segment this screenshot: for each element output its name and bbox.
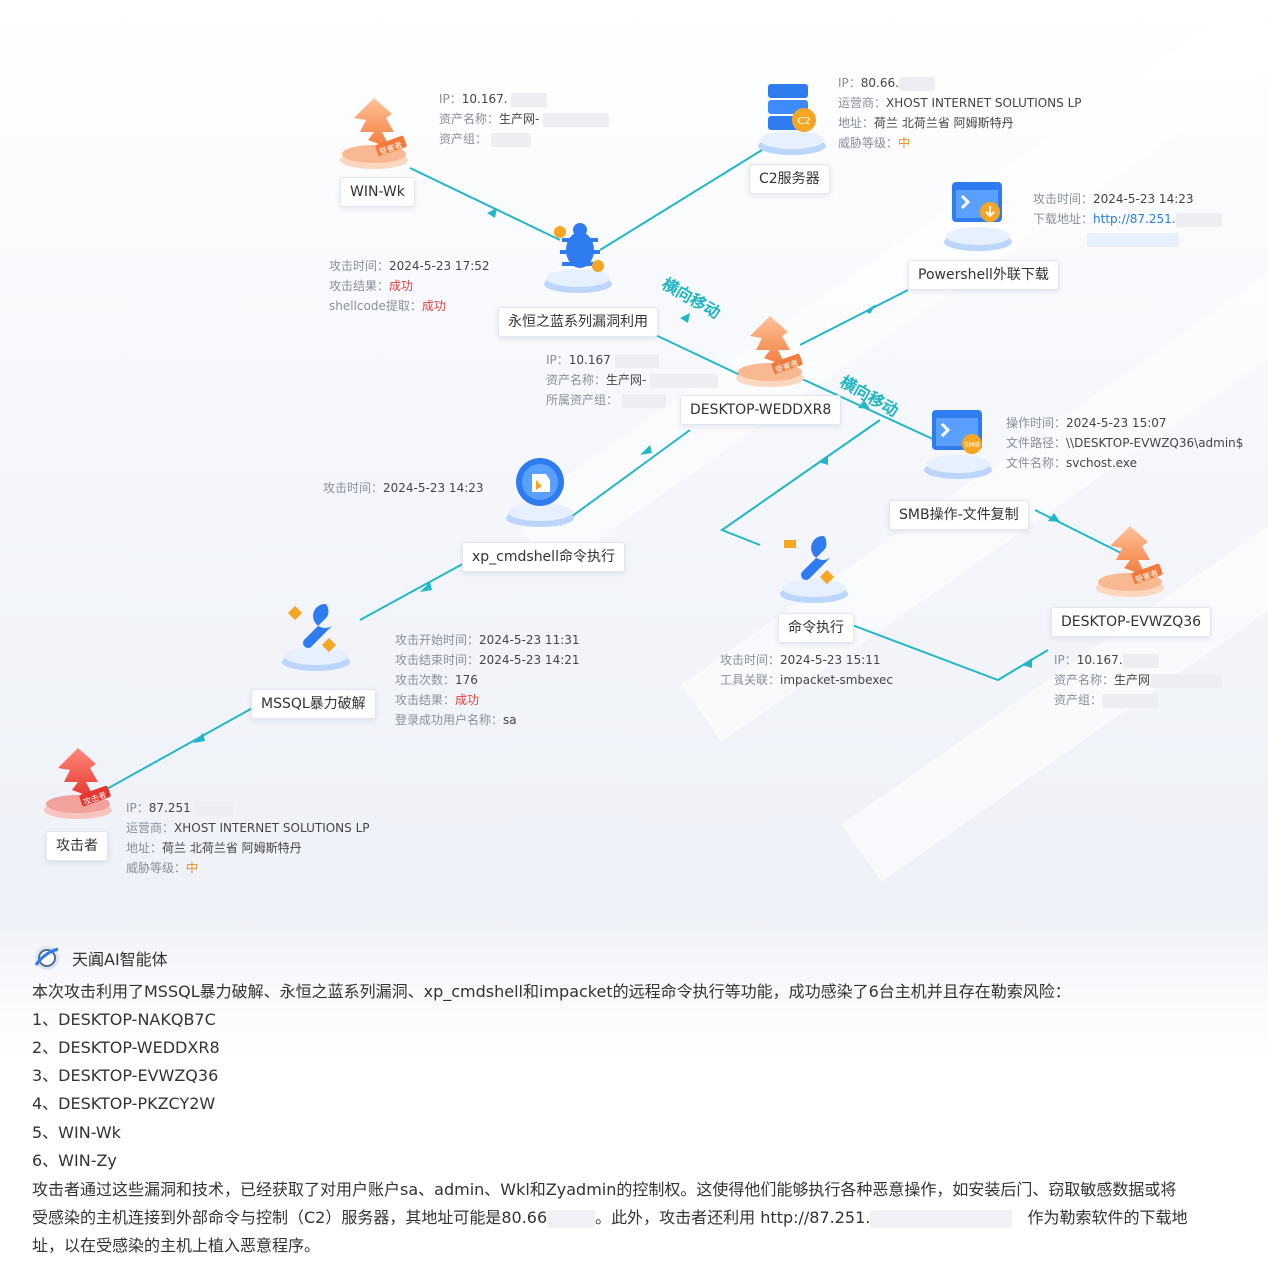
label-attacker[interactable]: 攻击者 (46, 831, 108, 861)
bug-icon (544, 223, 612, 293)
arrow-head (193, 733, 205, 743)
host-item: 1、DESKTOP-NAKQB7C (32, 1010, 216, 1029)
smb-info: 操作时间：2024-5-23 15:07 文件路径：\\DESKTOP-EVWZ… (1006, 416, 1244, 470)
link-weddxr8-ps (799, 289, 909, 346)
server-icon: C2 (758, 84, 826, 155)
c2-badge: C2 (797, 116, 810, 127)
link-mssql-xp (359, 559, 471, 621)
link-eternal-c2 (599, 149, 763, 251)
victim-icon: 受害者 (340, 98, 408, 169)
report-paragraph: 攻击者通过这些漏洞和技术，已经获取了对用户账户sa、admin、Wkl和Zyad… (32, 1180, 1177, 1199)
label-xp-cmdshell[interactable]: xp_cmdshell命令执行 (462, 542, 625, 572)
weddxr8-info: IP：10.167 资产名称：生产网- 所属资产组： (546, 350, 719, 410)
arrow-head (818, 455, 828, 465)
link-weddxr8-smb (799, 377, 936, 441)
report-paragraph: 址，以在受感染的主机上植入恶意程序。 (32, 1236, 321, 1255)
label-c2-server[interactable]: C2服务器 (749, 164, 830, 194)
ai-agent-icon (34, 946, 59, 970)
command-exec-info: 攻击时间：2024-5-23 15:11 工具关联：impacket-smbex… (720, 653, 893, 687)
link-smb-evwzq36 (1034, 509, 1126, 556)
link-attacker-mssql (104, 704, 259, 791)
host-item: 3、DESKTOP-EVWZQ36 (32, 1066, 219, 1085)
xp-info: 攻击时间：2024-5-23 14:23 (323, 481, 484, 495)
host-item: 4、DESKTOP-PKZCY2W (32, 1094, 216, 1113)
label-smb-copy[interactable]: SMB操作-文件复制 (889, 500, 1029, 530)
arrow-head (680, 313, 690, 323)
attack-graph: 横向移动 横向移动 攻击者 攻击者 IP：87.251 运营商：XHOST IN… (0, 0, 1268, 915)
c2-info: IP：80.66. 运营商：XHOST INTERNET SOLUTIONS L… (838, 76, 1082, 150)
link-weddxr8-eternal (644, 329, 741, 376)
smb-window-icon: SMB (924, 410, 992, 479)
arrow-head (420, 582, 432, 592)
evwzq36-info: IP：10.167. 资产名称：生产网 资产组： (1054, 650, 1223, 710)
attacker-info: IP：87.251 运营商：XHOST INTERNET SOLUTIONS L… (126, 801, 370, 875)
label-win-wk[interactable]: WIN-Wk (340, 177, 415, 207)
attack-links (104, 149, 1126, 791)
label-powershell[interactable]: Powershell外联下载 (908, 260, 1059, 290)
report-intro: 本次攻击利用了MSSQL暴力破解、永恒之蓝系列漏洞、xp_cmdshell和im… (32, 982, 1071, 1001)
host-item: 2、DESKTOP-WEDDXR8 (32, 1038, 220, 1057)
arrow-head (1048, 513, 1060, 522)
mssql-info: 攻击开始时间：2024-5-23 11:31 攻击结束时间：2024-5-23 … (395, 633, 580, 727)
victim-icon: 受害者 (1096, 526, 1164, 597)
console-icon (506, 458, 574, 527)
wrench-icon (780, 535, 848, 603)
report-title: 天阗AI智能体 (72, 950, 168, 969)
ai-report: 天阗AI智能体 本次攻击利用了MSSQL暴力破解、永恒之蓝系列漏洞、xp_cmd… (0, 915, 1268, 1280)
report-paragraph: 受感染的主机连接到外部命令与控制（C2）服务器，其地址可能是80.66。此外，攻… (32, 1208, 1188, 1228)
label-desktop-evwzq36[interactable]: DESKTOP-EVWZQ36 (1051, 607, 1212, 637)
label-mssql[interactable]: MSSQL暴力破解 (251, 689, 376, 719)
report-header: 天阗AI智能体 (32, 943, 168, 973)
arrow-head (1022, 658, 1032, 668)
win-wk-info: IP：10.167. 资产名称：生产网- 资产组： (439, 89, 610, 149)
link-xp-weddxr8 (559, 429, 691, 526)
powershell-info: 攻击时间：2024-5-23 14:23 下载地址：http://87.251. (1033, 189, 1222, 249)
download-window-icon (944, 182, 1012, 251)
wrench-icon (282, 603, 350, 671)
host-item: 6、WIN-Zy (32, 1151, 117, 1170)
link-eternal-winwk (409, 167, 561, 241)
eternalblue-info: 攻击时间：2024-5-23 17:52 攻击结果：成功 shellcode提取… (329, 259, 490, 313)
label-command-exec[interactable]: 命令执行 (778, 613, 854, 643)
smb-badge: SMB (964, 441, 979, 449)
arrow-head (858, 400, 870, 409)
host-item: 5、WIN-Wk (32, 1123, 121, 1142)
label-eternalblue[interactable]: 永恒之蓝系列漏洞利用 (498, 307, 658, 337)
attacker-icon: 攻击者 (44, 748, 112, 819)
arrow-head (487, 208, 497, 218)
link-weddxr8-cmd (719, 419, 881, 546)
victim-icon: 受害者 (736, 316, 804, 387)
label-desktop-weddxr8[interactable]: DESKTOP-WEDDXR8 (680, 395, 842, 425)
arrow-head (865, 304, 876, 314)
arrow-head (640, 445, 652, 455)
